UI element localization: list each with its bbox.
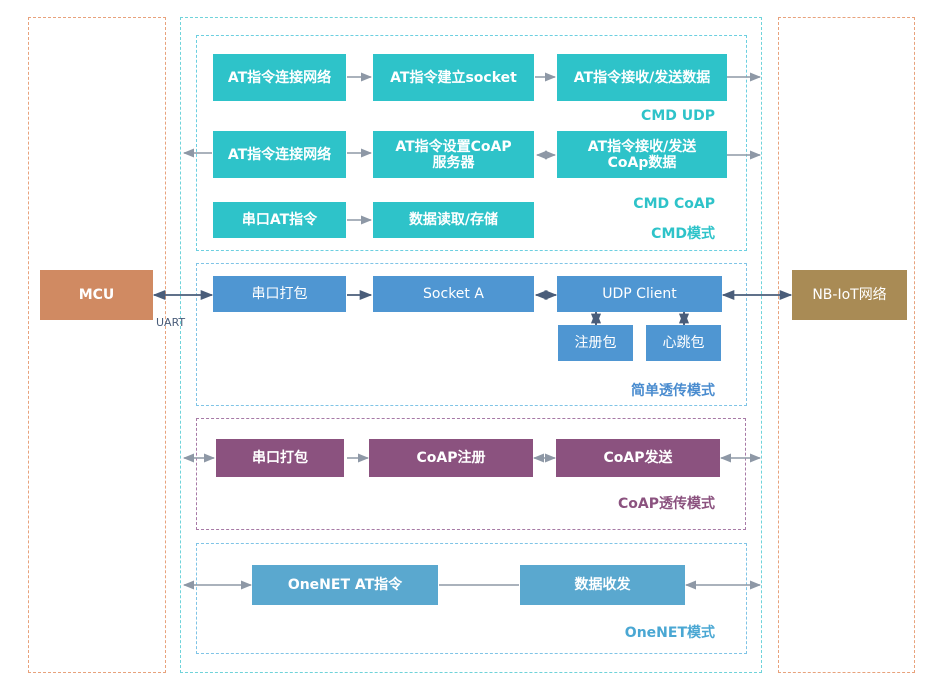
cmd-udp-create-socket: AT指令建立socket (373, 54, 534, 101)
heartbeat-packet: 心跳包 (646, 325, 721, 361)
cmd-coap-send-receive-line1: AT指令接收/发送 (587, 138, 697, 155)
data-read-store: 数据读取/存储 (373, 202, 534, 238)
register-packet: 注册包 (558, 325, 633, 361)
simple-socket-a: Socket A (373, 276, 534, 312)
cmd-coap-connect-network: AT指令连接网络 (213, 131, 346, 178)
mcu-block: MCU (40, 270, 153, 320)
coap-serial-pack: 串口打包 (216, 439, 344, 477)
network-column-border (778, 17, 915, 673)
simple-mode-group (196, 263, 747, 406)
simple-mode-label: 简单透传模式 (631, 383, 715, 399)
cmd-udp-label: CMD UDP (641, 108, 715, 124)
cmd-coap-set-server-line2: 服务器 (432, 154, 475, 171)
mcu-column-border (28, 17, 166, 673)
onenet-mode-label: OneNET模式 (624, 625, 715, 641)
simple-serial-pack: 串口打包 (213, 276, 346, 312)
onenet-mode-group (196, 543, 747, 654)
cmd-mode-label: CMD模式 (651, 226, 715, 242)
onenet-at-command: OneNET AT指令 (252, 565, 438, 605)
uart-label: UART (156, 316, 186, 329)
cmd-coap-set-server: AT指令设置CoAP 服务器 (373, 131, 534, 178)
cmd-udp-send-receive: AT指令接收/发送数据 (557, 54, 727, 101)
simple-udp-client: UDP Client (557, 276, 722, 312)
module-column-border (180, 17, 762, 673)
coap-mode-label: CoAP透传模式 (618, 496, 715, 512)
serial-at-command: 串口AT指令 (213, 202, 346, 238)
cmd-coap-set-server-line1: AT指令设置CoAP (395, 138, 512, 155)
cmd-coap-send-receive: AT指令接收/发送 CoAp数据 (557, 131, 727, 178)
cmd-coap-label: CMD CoAP (633, 196, 715, 212)
cmd-mode-group (196, 35, 747, 251)
cmd-coap-send-receive-line2: CoAp数据 (607, 154, 677, 171)
nbiot-network-block: NB-IoT网络 (792, 270, 907, 320)
coap-mode-group (196, 418, 746, 530)
coap-register: CoAP注册 (369, 439, 533, 477)
cmd-udp-connect-network: AT指令连接网络 (213, 54, 346, 101)
coap-send: CoAP发送 (556, 439, 720, 477)
onenet-data-transfer: 数据收发 (520, 565, 685, 605)
